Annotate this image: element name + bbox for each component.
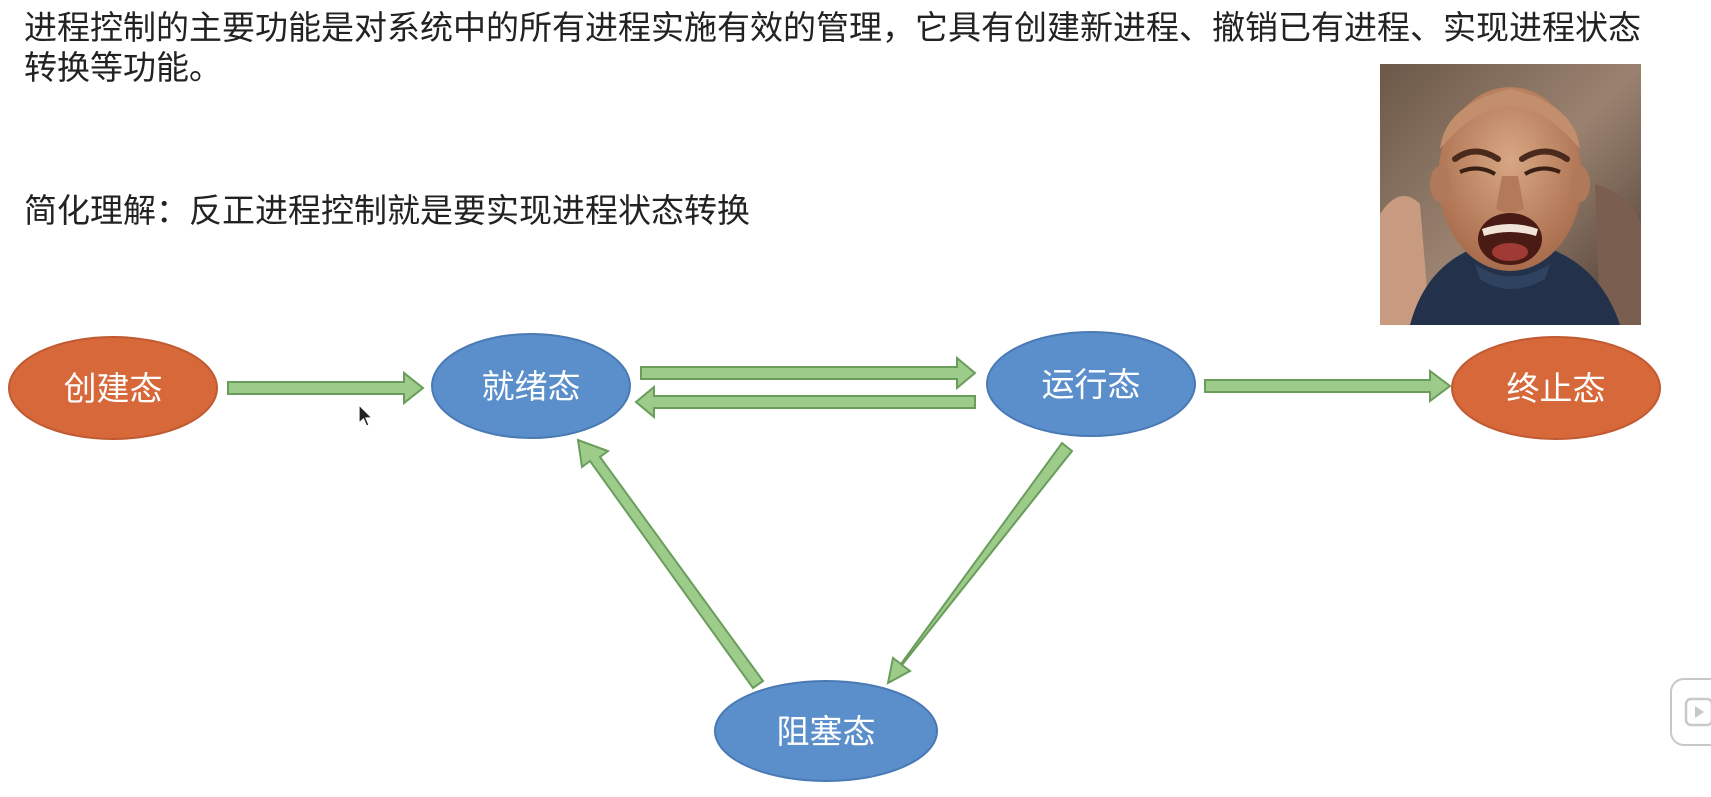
state-ready-label: 就绪态: [482, 367, 581, 406]
arrow-create-to-ready: [227, 370, 425, 406]
state-blocked: 阻塞态: [714, 680, 938, 782]
play-button[interactable]: [1670, 678, 1711, 746]
arrow-running-to-terminated: [1204, 369, 1452, 403]
arrow-running-to-ready: [634, 384, 976, 420]
state-create: 创建态: [8, 336, 218, 440]
state-ready: 就绪态: [431, 333, 631, 439]
summary-text: 简化理解：反正进程控制就是要实现进程状态转换: [24, 191, 750, 230]
arrow-ready-to-running: [640, 355, 977, 391]
state-terminated: 终止态: [1451, 336, 1661, 440]
state-blocked-label: 阻塞态: [777, 712, 876, 751]
arrow-running-to-blocked: [886, 441, 1074, 685]
state-create-label: 创建态: [64, 369, 163, 408]
intro-text: 进程控制的主要功能是对系统中的所有进程实施有效的管理，它具有创建新进程、撤销已有…: [24, 8, 1641, 87]
mouse-pointer-icon: [358, 404, 374, 427]
arrow-blocked-to-ready: [576, 438, 765, 690]
meme-photo: [1380, 64, 1641, 325]
state-running: 运行态: [986, 331, 1196, 437]
play-icon: [1684, 697, 1711, 727]
state-running-label: 运行态: [1042, 365, 1141, 404]
state-terminated-label: 终止态: [1507, 369, 1606, 408]
